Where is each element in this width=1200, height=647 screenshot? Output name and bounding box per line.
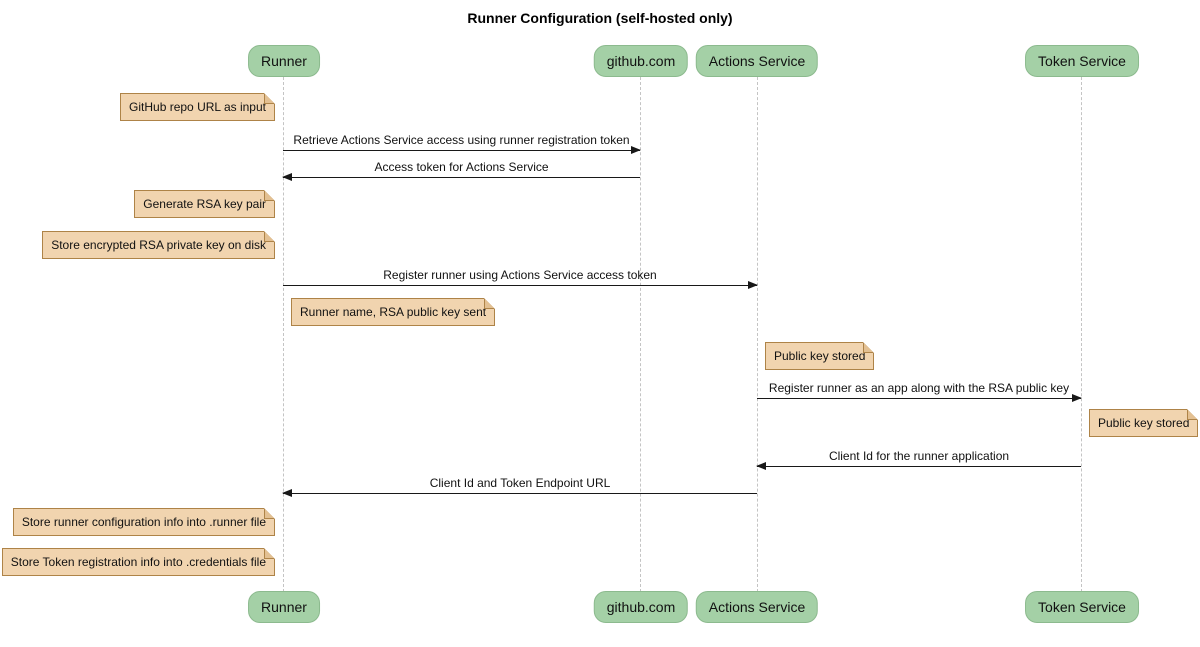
message-label: Register runner as an app along with the…	[768, 381, 1070, 395]
message-line	[757, 466, 1081, 467]
message-line	[283, 285, 757, 286]
message-label: Retrieve Actions Service access using ru…	[293, 133, 630, 147]
lifeline-token-service	[1081, 77, 1082, 592]
participant-token-service-bottom: Token Service	[1025, 591, 1139, 623]
participant-runner-bottom: Runner	[248, 591, 320, 623]
participant-runner-top: Runner	[248, 45, 320, 77]
arrowhead-right-icon	[748, 281, 758, 289]
message-line	[283, 177, 640, 178]
participant-github-com-top: github.com	[593, 45, 689, 77]
note-generate-rsa-key-pair: Generate RSA key pair	[134, 190, 275, 218]
note-public-key-stored-token: Public key stored	[1089, 409, 1199, 437]
note-runner-name-public-key: Runner name, RSA public key sent	[291, 298, 496, 326]
participant-token-service-top: Token Service	[1025, 45, 1139, 77]
message-label: Register runner using Actions Service ac…	[383, 268, 657, 282]
participant-actions-service-bottom: Actions Service	[695, 591, 819, 623]
message-line	[757, 398, 1081, 399]
message-label: Client Id and Token Endpoint URL	[429, 476, 611, 490]
lifeline-actions-service	[757, 77, 758, 592]
note-store-runner-file: Store runner configuration info into .ru…	[12, 508, 276, 536]
arrowhead-right-icon	[1072, 394, 1082, 402]
message-label: Access token for Actions Service	[374, 160, 549, 174]
arrowhead-right-icon	[631, 146, 641, 154]
note-store-private-key: Store encrypted RSA private key on disk	[42, 231, 275, 259]
participant-actions-service-top: Actions Service	[695, 45, 819, 77]
participant-github-com-bottom: github.com	[593, 591, 689, 623]
message-label: Client Id for the runner application	[828, 449, 1010, 463]
message-line	[283, 150, 640, 151]
lifeline-github-com	[640, 77, 641, 592]
note-public-key-stored-actions: Public key stored	[765, 342, 875, 370]
message-line	[283, 493, 757, 494]
arrowhead-left-icon	[282, 173, 292, 181]
lifeline-runner	[283, 77, 284, 592]
note-github-repo-url: GitHub repo URL as input	[120, 93, 275, 121]
arrowhead-left-icon	[282, 489, 292, 497]
note-store-credentials-file: Store Token registration info into .cred…	[1, 548, 276, 576]
arrowhead-left-icon	[756, 462, 766, 470]
diagram-title: Runner Configuration (self-hosted only)	[467, 10, 733, 26]
